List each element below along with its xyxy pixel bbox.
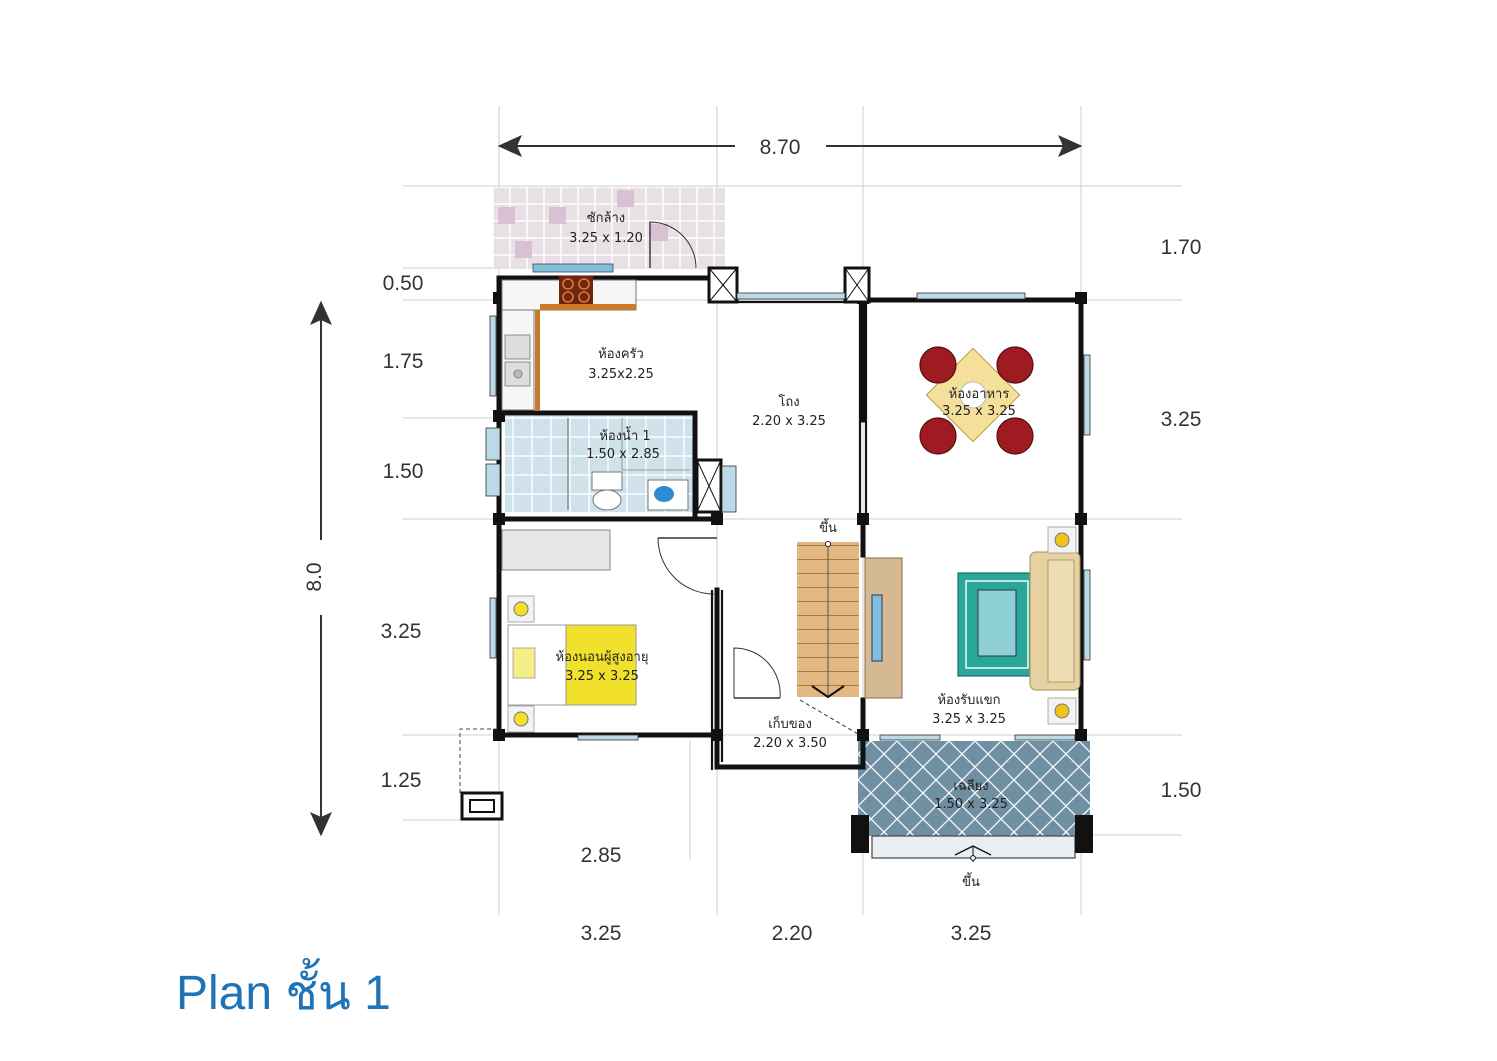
windows bbox=[485, 292, 1091, 741]
thin-walls bbox=[710, 295, 868, 770]
bathroom-name: ห้องน้ำ 1 bbox=[599, 426, 650, 444]
terrace-up-label: ขึ้น bbox=[962, 872, 980, 890]
bottom-dim-2: 2.20 bbox=[772, 922, 813, 945]
storage-name: เก็บของ bbox=[768, 714, 812, 732]
left-dim-1: 0.50 bbox=[383, 272, 424, 295]
right-dim-1: 1.70 bbox=[1161, 236, 1202, 259]
overall-width-label: 8.70 bbox=[760, 136, 801, 159]
left-dim-4: 3.25 bbox=[381, 620, 422, 643]
bottom-dim-3: 3.25 bbox=[951, 922, 992, 945]
width-arrow bbox=[497, 135, 1083, 157]
living-size: 3.25 x 3.25 bbox=[932, 712, 1006, 727]
depth-arrow bbox=[310, 300, 332, 837]
bedroom-furniture bbox=[501, 529, 717, 733]
laundry-name: ซักล้าง bbox=[587, 211, 625, 226]
right-dim-2: 3.25 bbox=[1161, 408, 1202, 431]
laundry-size: 3.25 x 1.20 bbox=[569, 231, 643, 246]
terrace-name: เฉลียง bbox=[953, 778, 988, 794]
plan-title: Plan ชั้น 1 bbox=[176, 967, 391, 1020]
dining-size: 3.25 x 3.25 bbox=[942, 404, 1016, 419]
stair-up-label: ขึ้น bbox=[819, 518, 837, 536]
hall-size: 2.20 x 3.25 bbox=[752, 414, 826, 429]
bedroom-name: ห้องนอนผู้สูงอายุ bbox=[556, 650, 649, 665]
overall-depth-label: 8.0 bbox=[303, 562, 326, 591]
terrace-floor bbox=[858, 741, 1090, 836]
left-dim-2: 1.75 bbox=[383, 350, 424, 373]
left-dim-5: 1.25 bbox=[381, 769, 422, 792]
outdoor-step-outline bbox=[459, 728, 497, 793]
dining-set bbox=[919, 346, 1034, 455]
corner-post bbox=[469, 799, 495, 813]
tv-cabinet bbox=[864, 557, 903, 699]
bedroom-size: 3.25 x 3.25 bbox=[565, 669, 639, 684]
bathroom-size: 1.50 x 2.85 bbox=[586, 447, 660, 462]
hall-name: โถง bbox=[778, 394, 799, 410]
dining-name: ห้องอาหาร bbox=[949, 387, 1010, 402]
bottom-dim-1: 3.25 bbox=[581, 922, 622, 945]
left-dim-3: 1.50 bbox=[383, 460, 424, 483]
terrace-size: 1.50 x 3.25 bbox=[934, 797, 1008, 812]
living-name: ห้องรับแขก bbox=[937, 693, 1000, 708]
bottom-inner-dim: 2.85 bbox=[581, 844, 622, 867]
right-dim-3: 1.50 bbox=[1161, 779, 1202, 802]
column-cross-lines bbox=[696, 267, 870, 513]
walls bbox=[496, 275, 1084, 770]
columns bbox=[493, 292, 1093, 853]
kitchen-counter bbox=[501, 276, 637, 411]
laundry-area bbox=[493, 187, 725, 273]
bathroom-fixtures bbox=[567, 418, 690, 511]
storage-size: 2.20 x 3.50 bbox=[753, 736, 827, 751]
stairs bbox=[733, 540, 859, 735]
kitchen-name: ห้องครัว bbox=[598, 347, 644, 362]
living-furniture bbox=[957, 526, 1081, 725]
kitchen-size: 3.25x2.25 bbox=[588, 367, 654, 382]
